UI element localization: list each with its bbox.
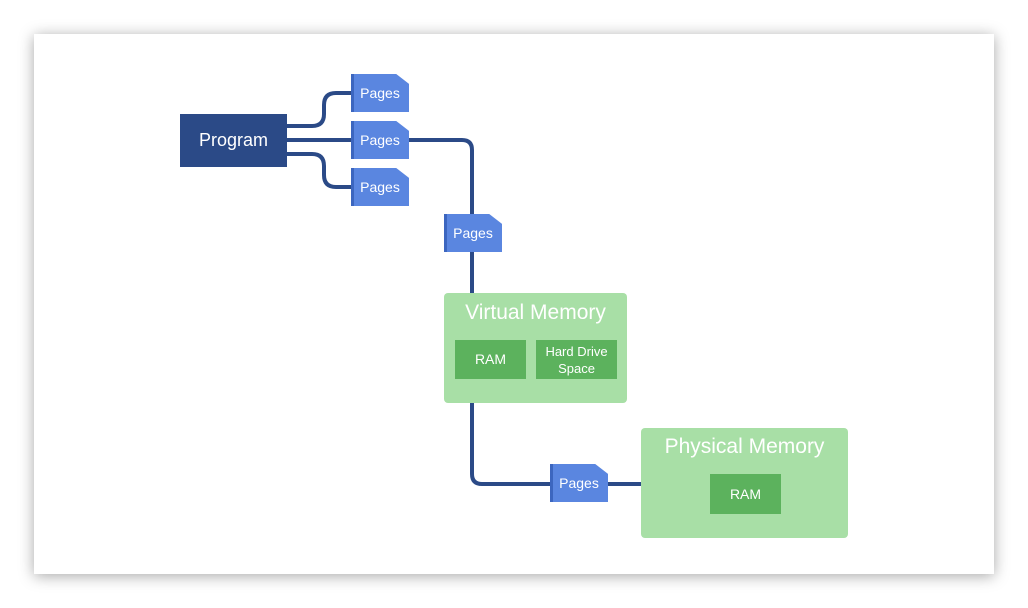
physical-memory-title: Physical Memory [664,435,825,458]
virtual-memory-ram: RAM [455,340,526,379]
pages-card-middle: Pages [351,121,409,159]
pages-card-to-physical: Pages [550,464,608,502]
virtual-memory-hard-drive-space: Hard Drive Space [536,340,617,379]
physical-memory-box: Physical Memory RAM [641,428,848,538]
physical-memory-ram: RAM [710,474,781,514]
virtual-memory-title: Virtual Memory [465,301,606,324]
program-box: Program [180,114,287,167]
pages-card-top: Pages [351,74,409,112]
connector-lines [285,91,643,486]
connector-pages-to-pages [406,138,474,216]
virtual-memory-box: Virtual Memory RAM Hard Drive Space [444,293,627,403]
connector-program-to-pages-bottom [285,152,354,189]
pages-card-to-virtual: Pages [444,214,502,252]
pages-card-bottom: Pages [351,168,409,206]
connector-program-to-pages-top [285,91,354,128]
connector-virtual-memory-to-pages [470,401,554,486]
diagram-slide: Program Pages Pages Pages Pages Pages Vi… [34,34,994,574]
